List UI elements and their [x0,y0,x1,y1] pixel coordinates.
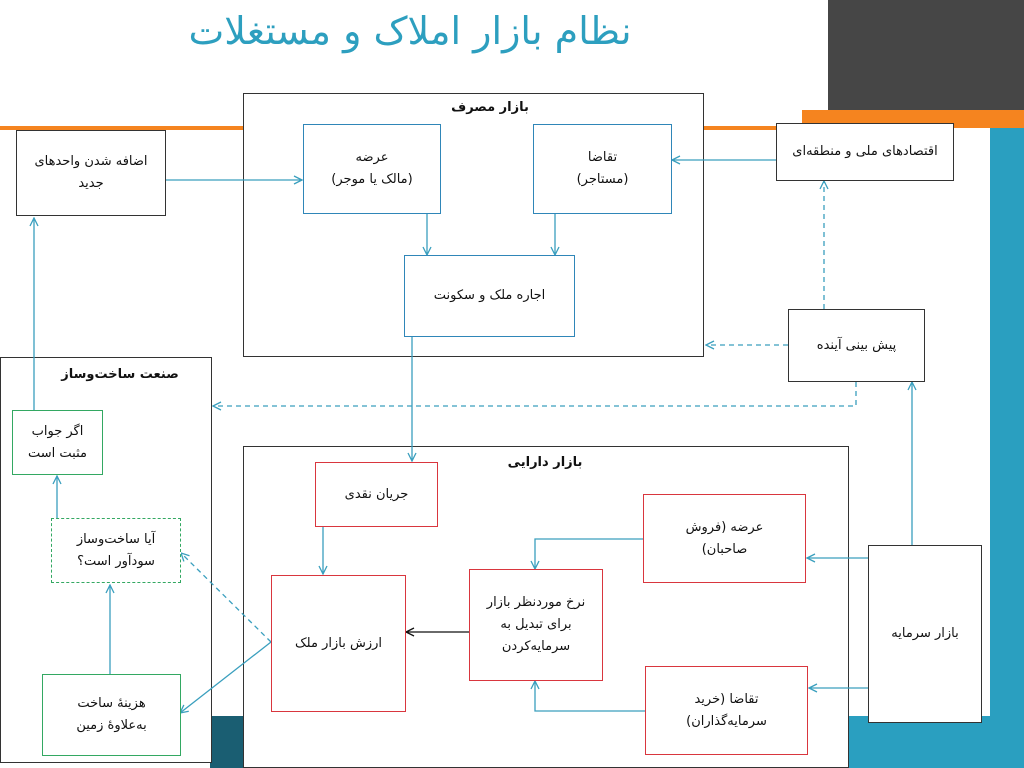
capital-market-box: بازار سرمایه [868,545,982,723]
construction-industry-label: صنعت ساخت‌وساز [61,367,179,382]
dashed-value-to-profitable [181,553,272,643]
teal-band-bottom-right [848,716,1024,768]
consumption-market-label: بازار مصرف [451,100,529,115]
dark-corner-block [828,0,1024,110]
dark-band-bottom-left [210,716,244,768]
consumption-demand-box: تقاضا(مستاجر) [533,124,672,214]
teal-band-right [990,128,1024,768]
arrow-demandasset-to-caprate [535,681,645,712]
consumption-supply-box: عرضه(مالک یا موجر) [303,124,441,214]
forecast-box: پیش بینی آینده [788,309,925,382]
page-title: نظام بازار املاک و مستغلات [188,9,632,53]
cash-flow-box: جریان نقدی [315,462,438,527]
arrow-value-to-cost [180,641,272,713]
rent-occupancy-box: اجاره ملک و سکونت [404,255,575,337]
property-value-box: ارزش بازار ملک [271,575,406,712]
orange-band-middle [700,126,780,130]
orange-band-left [0,126,245,130]
dashed-forecast-to-construction [213,382,857,406]
arrow-supplyasset-to-caprate [535,538,643,569]
national-economies-box: اقتصادهای ملی و منطقه‌ای [776,123,954,181]
asset-market-label: بازار دارایی [507,455,583,470]
